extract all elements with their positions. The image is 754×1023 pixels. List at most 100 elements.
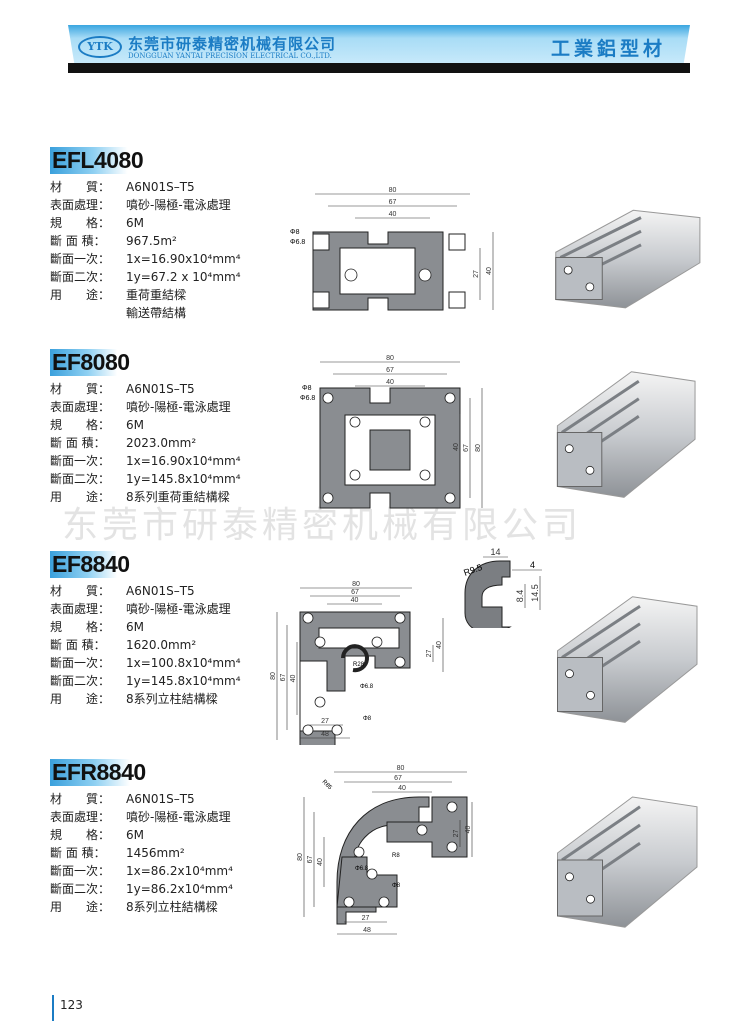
spec-label: 材 質：: [50, 180, 111, 194]
dimension-label: 27: [473, 270, 480, 278]
dimension-label: 80: [352, 581, 360, 588]
spec-value: 6M: [126, 620, 144, 634]
spec-value: 8系列立柱結構樑: [126, 900, 218, 914]
bore-hole: [563, 265, 573, 275]
page-number: 123: [52, 995, 83, 1021]
bore-hole: [302, 724, 314, 736]
end-cap-profile: [464, 560, 512, 628]
dimension-label: 27: [453, 830, 460, 838]
dimension-label: 40: [386, 379, 394, 386]
spec-value: 1y=145.8x10⁴mm⁴: [126, 472, 241, 486]
dimension-label: 14.5: [530, 584, 540, 602]
spec-value: 噴砂-陽極-電泳處理: [126, 400, 231, 414]
spec-row: 斷面一次：1x=100.8x10⁴mm⁴: [50, 654, 241, 672]
product-title: EFR8840: [50, 759, 150, 786]
header-band: [68, 25, 690, 63]
spec-label: 用 途：: [50, 900, 111, 914]
spec-row: 材 質：A6N01S–T5: [50, 178, 241, 196]
spec-value: 噴砂-陽極-電泳處理: [126, 810, 231, 824]
spec-value: 2023.0mm²: [126, 436, 197, 450]
spec-row: 斷面二次：1y=67.2 x 10⁴mm⁴: [50, 268, 241, 286]
spec-value: 1x=86.2x10⁴mm⁴: [126, 864, 233, 878]
bore-hole: [419, 416, 431, 428]
spec-label: 斷面一次：: [50, 864, 111, 878]
spec-label: 規 格：: [50, 828, 111, 842]
category-title: 工業鋁型材: [550, 38, 666, 60]
spec-value: A6N01S–T5: [126, 792, 195, 806]
bore-hole: [322, 392, 334, 404]
profile-photo: [555, 209, 701, 309]
dimension-label: 67: [463, 444, 470, 452]
dimension-label: 80: [475, 444, 482, 452]
bore-hole: [394, 656, 406, 668]
dimension-label: 27: [321, 718, 329, 725]
spec-row: 表面處理：噴砂-陽極-電泳處理: [50, 600, 241, 618]
company-logo: YTK: [78, 36, 122, 58]
dimension-label: 40: [453, 443, 460, 451]
spec-label: 斷 面 積：: [50, 638, 106, 652]
dimension-label: 67: [389, 199, 397, 206]
spec-value: 噴砂-陽極-電泳處理: [126, 198, 231, 212]
spec-value: 967.5m²: [126, 234, 177, 248]
spec-label: 斷 面 積：: [50, 234, 106, 248]
bore-hole: [322, 492, 334, 504]
profile-section: [386, 796, 468, 858]
dimension-label: 67: [307, 856, 314, 864]
spec-label: 規 格：: [50, 620, 111, 634]
spec-value: A6N01S–T5: [126, 584, 195, 598]
dimension-label: 80: [386, 355, 394, 362]
spec-value: 1y=67.2 x 10⁴mm⁴: [126, 270, 241, 284]
bore-hole: [366, 868, 378, 880]
dimension-label: 40: [465, 826, 472, 834]
dimension-label: 40: [317, 858, 324, 866]
spec-label: 斷面一次：: [50, 252, 111, 266]
spec-row: 斷面一次：1x=16.90x10⁴mm⁴: [50, 250, 241, 268]
spec-label: 材 質：: [50, 382, 111, 396]
dimension-label: 80: [297, 853, 304, 861]
radius-label: R8: [392, 853, 400, 859]
spec-value: 1x=16.90x10⁴mm⁴: [126, 454, 241, 468]
spec-row: 斷 面 積：2023.0mm²: [50, 434, 241, 452]
spec-row: 規 格： 6M: [50, 618, 241, 636]
bore-hole: [314, 696, 326, 708]
dimension-label: 40: [351, 597, 359, 604]
spec-value: 1456mm²: [126, 846, 185, 860]
spec-value: 6M: [126, 418, 144, 432]
profile-photo: [556, 371, 696, 498]
diameter-label: Φ8: [363, 716, 372, 722]
bore-hole: [418, 268, 432, 282]
square-hole: [312, 233, 330, 251]
dimension-label: 80: [397, 765, 405, 772]
bore-hole: [585, 465, 595, 475]
bore-hole: [416, 824, 428, 836]
diameter-label: Φ6.8: [355, 866, 369, 872]
spec-label: 斷面二次：: [50, 472, 111, 486]
spec-value: 8系列重荷重結構樑: [126, 490, 230, 504]
profile-slot: [559, 216, 642, 259]
dimension-label: 40: [398, 785, 406, 792]
spec-label: 表面處理：: [50, 810, 111, 824]
bore-hole: [446, 841, 458, 853]
spec-label: 斷面一次：: [50, 454, 111, 468]
product-title: EFL4080: [50, 147, 148, 174]
profile-photo: [557, 596, 698, 723]
spec-label: 表面處理：: [50, 198, 111, 212]
spec-row: 斷 面 積：1456mm²: [50, 844, 233, 862]
bore-hole: [565, 872, 574, 882]
spec-row: 表面處理： 噴砂-陽極-電泳處理: [50, 808, 233, 826]
bore-hole: [349, 416, 361, 428]
square-hole: [448, 233, 466, 251]
spec-value: 6M: [126, 828, 144, 842]
spec-row: 用 途：重荷重結樑: [50, 286, 241, 304]
diameter-label: Φ6.8: [290, 239, 305, 246]
dimension-label: 4: [530, 560, 535, 570]
spec-row: 用 途：8系列重荷重結構樑: [50, 488, 241, 506]
spec-value: A6N01S–T5: [126, 382, 195, 396]
